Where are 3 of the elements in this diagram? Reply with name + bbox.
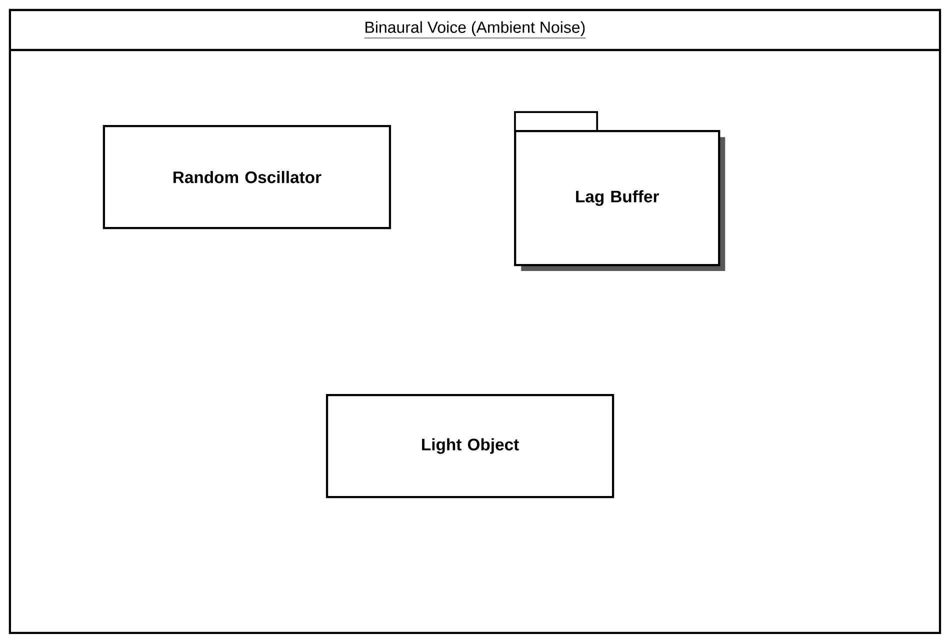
process-box: Random Oscillator [102,125,392,230]
package-box: Lag Buffer [514,111,726,271]
process-box: Light Object [326,394,614,498]
